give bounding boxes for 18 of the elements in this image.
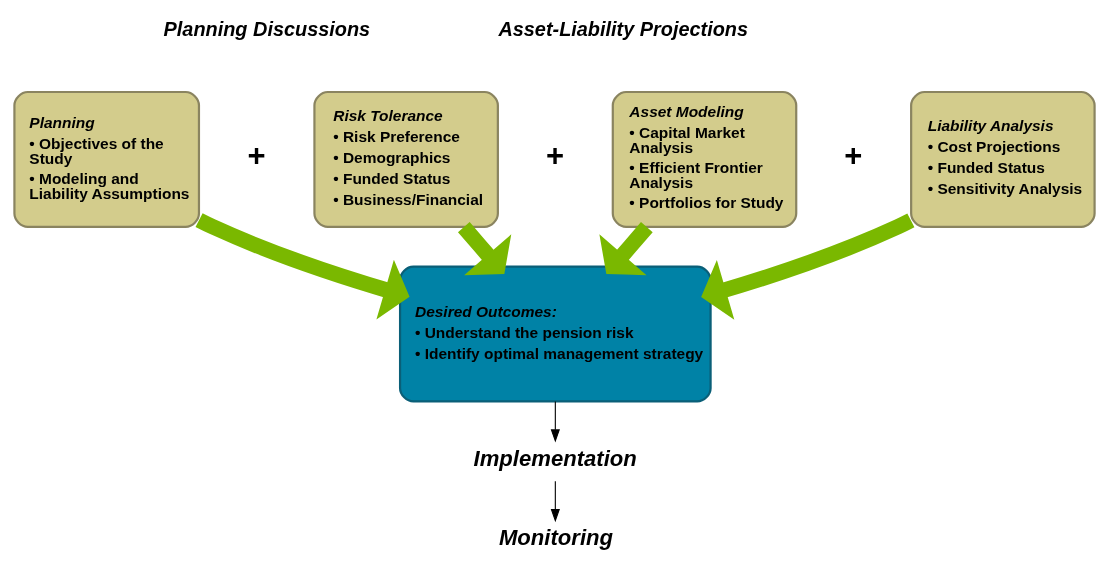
node-text: Monitoring — [498, 525, 613, 551]
node-box: Desired Outcomes: • Understand the pension risk • Identify optimal management strategy — [398, 265, 712, 403]
label: + — [247, 137, 266, 173]
arrow — [195, 213, 410, 320]
node-box: Planning • Objectives of the Study • Modeling and Liability Assumptions — [12, 90, 200, 228]
label: + — [843, 137, 862, 173]
node-box: Asset Modeling • Capital Market Analysis • Efficient Frontier Analysis • Portfolios for Study — [611, 90, 797, 228]
node-text: Implementation — [473, 445, 637, 471]
label: + — [545, 137, 564, 173]
arrow — [700, 213, 914, 320]
node-box: Risk Tolerance • Risk Preference • Demographics • Funded Status • Business/Financial — [312, 90, 499, 228]
label: Asset-Liability Projections — [497, 18, 748, 41]
arrow — [457, 222, 511, 276]
label: Planning Discussions — [163, 18, 370, 41]
node-box: Liability Analysis • Cost Projections • Funded Status • Sensitivity Analysis — [909, 90, 1096, 228]
arrow — [550, 480, 560, 523]
arrow — [550, 401, 560, 443]
arrow — [598, 222, 653, 276]
